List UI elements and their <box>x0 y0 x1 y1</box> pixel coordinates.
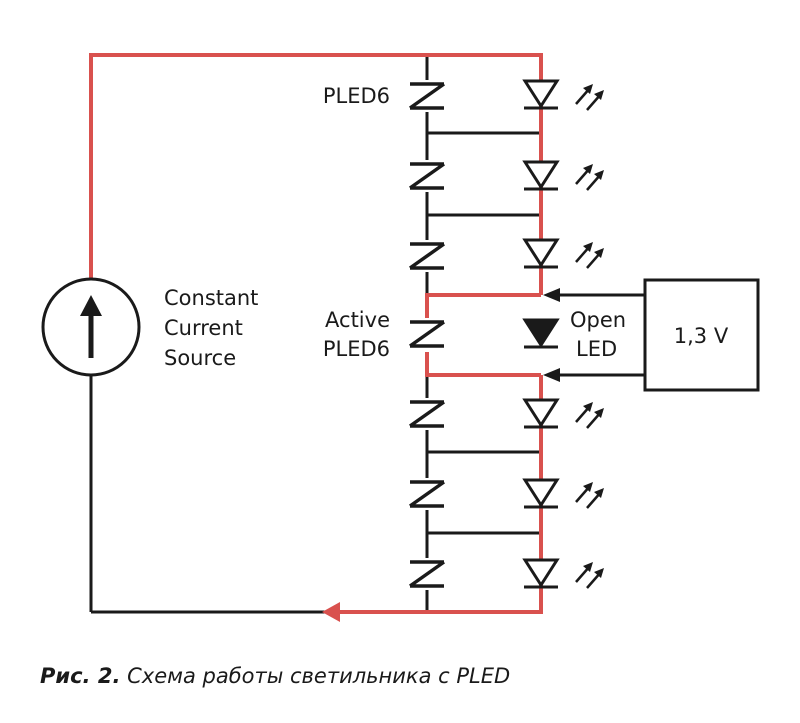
led-diodes <box>522 79 560 589</box>
figure-caption: Рис. 2. Схема работы светильника с PLED <box>40 664 510 688</box>
led-diode-icon <box>522 398 560 429</box>
pled-1 <box>408 80 446 112</box>
pled-top-label: PLED6 <box>323 84 390 108</box>
led-diode-icon <box>522 558 560 589</box>
source-label-line1: Constant <box>164 286 258 310</box>
voltage-box <box>643 278 760 392</box>
pled-symbols <box>408 80 446 590</box>
pled-6 <box>408 478 446 510</box>
emission-arrows <box>575 84 604 589</box>
pled-7 <box>408 558 446 590</box>
light-emission-arrows-icon <box>575 482 604 509</box>
source-label-line3: Source <box>164 346 236 370</box>
circuit-diagram: Constant Current Source PLED6 Active PLE… <box>41 53 760 622</box>
current-source <box>41 277 141 377</box>
caption-text: Схема работы светильника с PLED <box>120 664 511 688</box>
pled-active <box>408 318 446 352</box>
feed-arrow-top-icon <box>543 288 560 302</box>
led-diode-icon <box>522 79 560 110</box>
feed-arrow-bottom-icon <box>543 368 560 382</box>
active-pled-label-line2: PLED6 <box>323 337 390 361</box>
active-pled-label-line1: Active <box>325 308 390 332</box>
pled-3 <box>408 240 446 272</box>
light-emission-arrows-icon <box>575 84 604 111</box>
light-emission-arrows-icon <box>575 242 604 269</box>
arrowheads <box>322 288 560 622</box>
led-diode-icon <box>522 160 560 191</box>
light-emission-arrows-icon <box>575 562 604 589</box>
return-arrow-icon <box>322 602 340 622</box>
voltage-box-label: 1,3 V <box>674 324 729 348</box>
light-emission-arrows-icon <box>575 402 604 429</box>
caption-prefix: Рис. 2. <box>40 664 121 688</box>
light-emission-arrows-icon <box>575 164 604 191</box>
open-led-label-line1: Open <box>570 308 626 332</box>
open-led-label-line2: LED <box>576 337 617 361</box>
current-source-arrow-icon <box>80 295 102 358</box>
led-diode-icon <box>522 238 560 269</box>
current-path <box>89 53 543 614</box>
pled-2 <box>408 160 446 192</box>
source-label-line2: Current <box>164 316 243 340</box>
pled-5 <box>408 398 446 430</box>
open-led-icon <box>522 318 560 349</box>
led-diode-icon <box>522 478 560 509</box>
